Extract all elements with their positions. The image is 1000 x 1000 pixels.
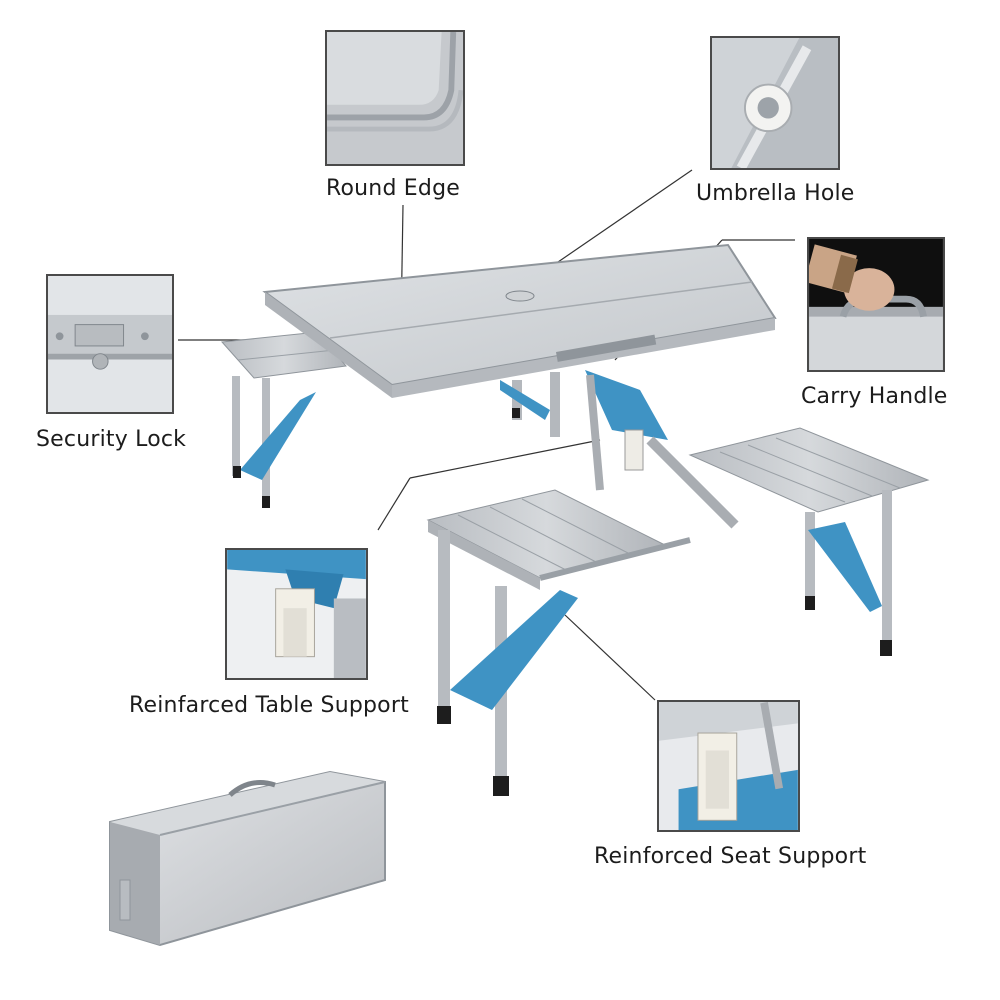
table-support-inset [225, 548, 368, 680]
round-edge-inset [325, 30, 465, 166]
carry-handle-label: Carry Handle [801, 384, 948, 409]
seat-support-closeup [659, 702, 798, 830]
left-bench [220, 331, 347, 508]
umbrella-hole-closeup [712, 38, 838, 168]
umbrella-hole-inset [710, 36, 840, 170]
carry-handle-inset [807, 237, 945, 372]
round-edge-closeup [327, 32, 463, 164]
umbrella-hole-label: Umbrella Hole [696, 181, 855, 206]
table-support-label: Reinfarced Table Support [129, 693, 409, 718]
carry-handle-closeup [809, 239, 943, 370]
folded-case [109, 770, 386, 947]
security-lock-label: Security Lock [36, 427, 187, 452]
security-lock-inset [46, 274, 174, 414]
security-lock-closeup [48, 276, 172, 412]
right-bench [688, 427, 930, 656]
center-support [556, 334, 739, 529]
table-support-closeup [227, 550, 366, 678]
front-bench [426, 489, 691, 796]
seat-support-inset [657, 700, 800, 832]
round-edge-label: Round Edge [326, 176, 460, 201]
seat-support-label: Reinforced Seat Support [594, 844, 867, 869]
table-top [262, 243, 777, 437]
